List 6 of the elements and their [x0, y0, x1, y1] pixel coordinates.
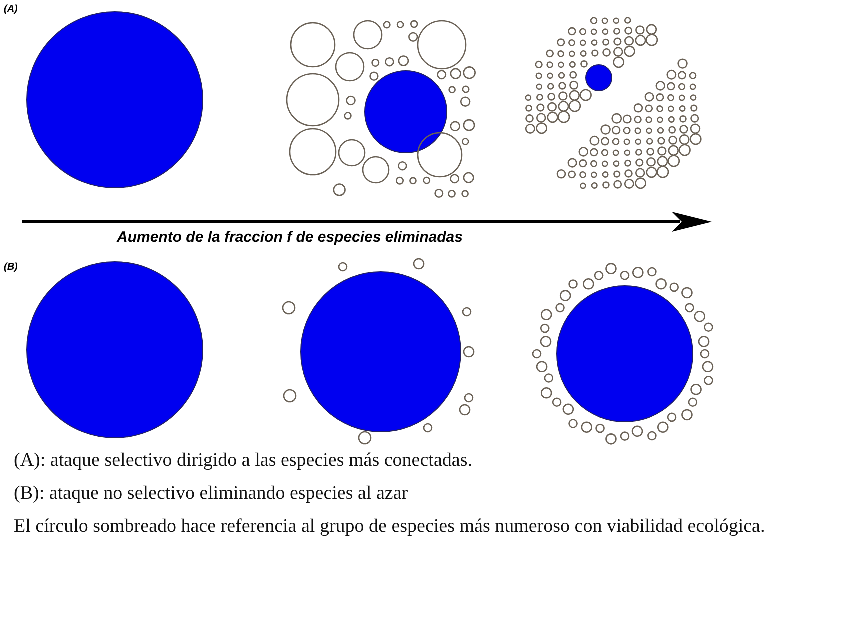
caption-text: (A): ataque selectivo dirigido a las especies más conectadas.	[14, 449, 472, 473]
axis-caption: Aumento de la fraccion f de especies eliminadas	[117, 229, 463, 246]
panel-label: (B)	[4, 262, 18, 273]
panel-label: (A)	[4, 4, 18, 15]
caption-text: (B): ataque no selectivo eliminando especies al azar	[14, 482, 408, 506]
caption-text: El círculo sombreado hace referencia al grupo de especies más numeroso con viabilidad ecológica.	[14, 515, 766, 539]
